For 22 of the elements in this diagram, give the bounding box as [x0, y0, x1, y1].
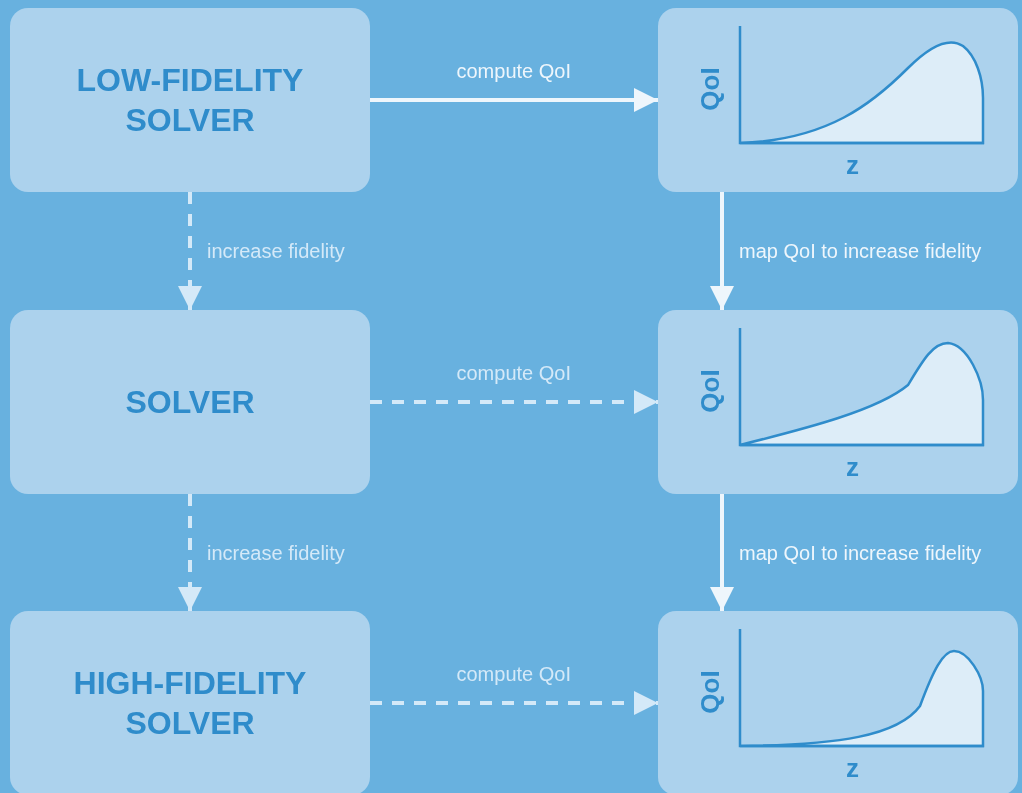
axis-label: z [846, 755, 859, 781]
solver-label: SOLVER [124, 383, 256, 422]
arrow [370, 691, 658, 715]
axis-label: z [846, 152, 859, 178]
arrow [370, 390, 658, 414]
arrow [370, 88, 658, 112]
solver-box [10, 8, 370, 192]
axis-label: z [846, 454, 859, 480]
axis-label: QoI [696, 369, 723, 413]
solver-box [10, 611, 370, 793]
solver-box [10, 310, 370, 494]
axis-label: QoI [696, 67, 723, 111]
solver-label: HIGH-FIDELITY SOLVER [72, 664, 308, 743]
arrow [710, 192, 734, 310]
arrow [710, 494, 734, 611]
arrow [178, 494, 202, 611]
plot-panel [658, 8, 1018, 192]
arrow [178, 192, 202, 310]
axis-label: QoI [696, 670, 723, 714]
plot-panel [658, 310, 1018, 494]
plot-panel [658, 611, 1018, 793]
solver-label: LOW-FIDELITY SOLVER [75, 61, 305, 140]
